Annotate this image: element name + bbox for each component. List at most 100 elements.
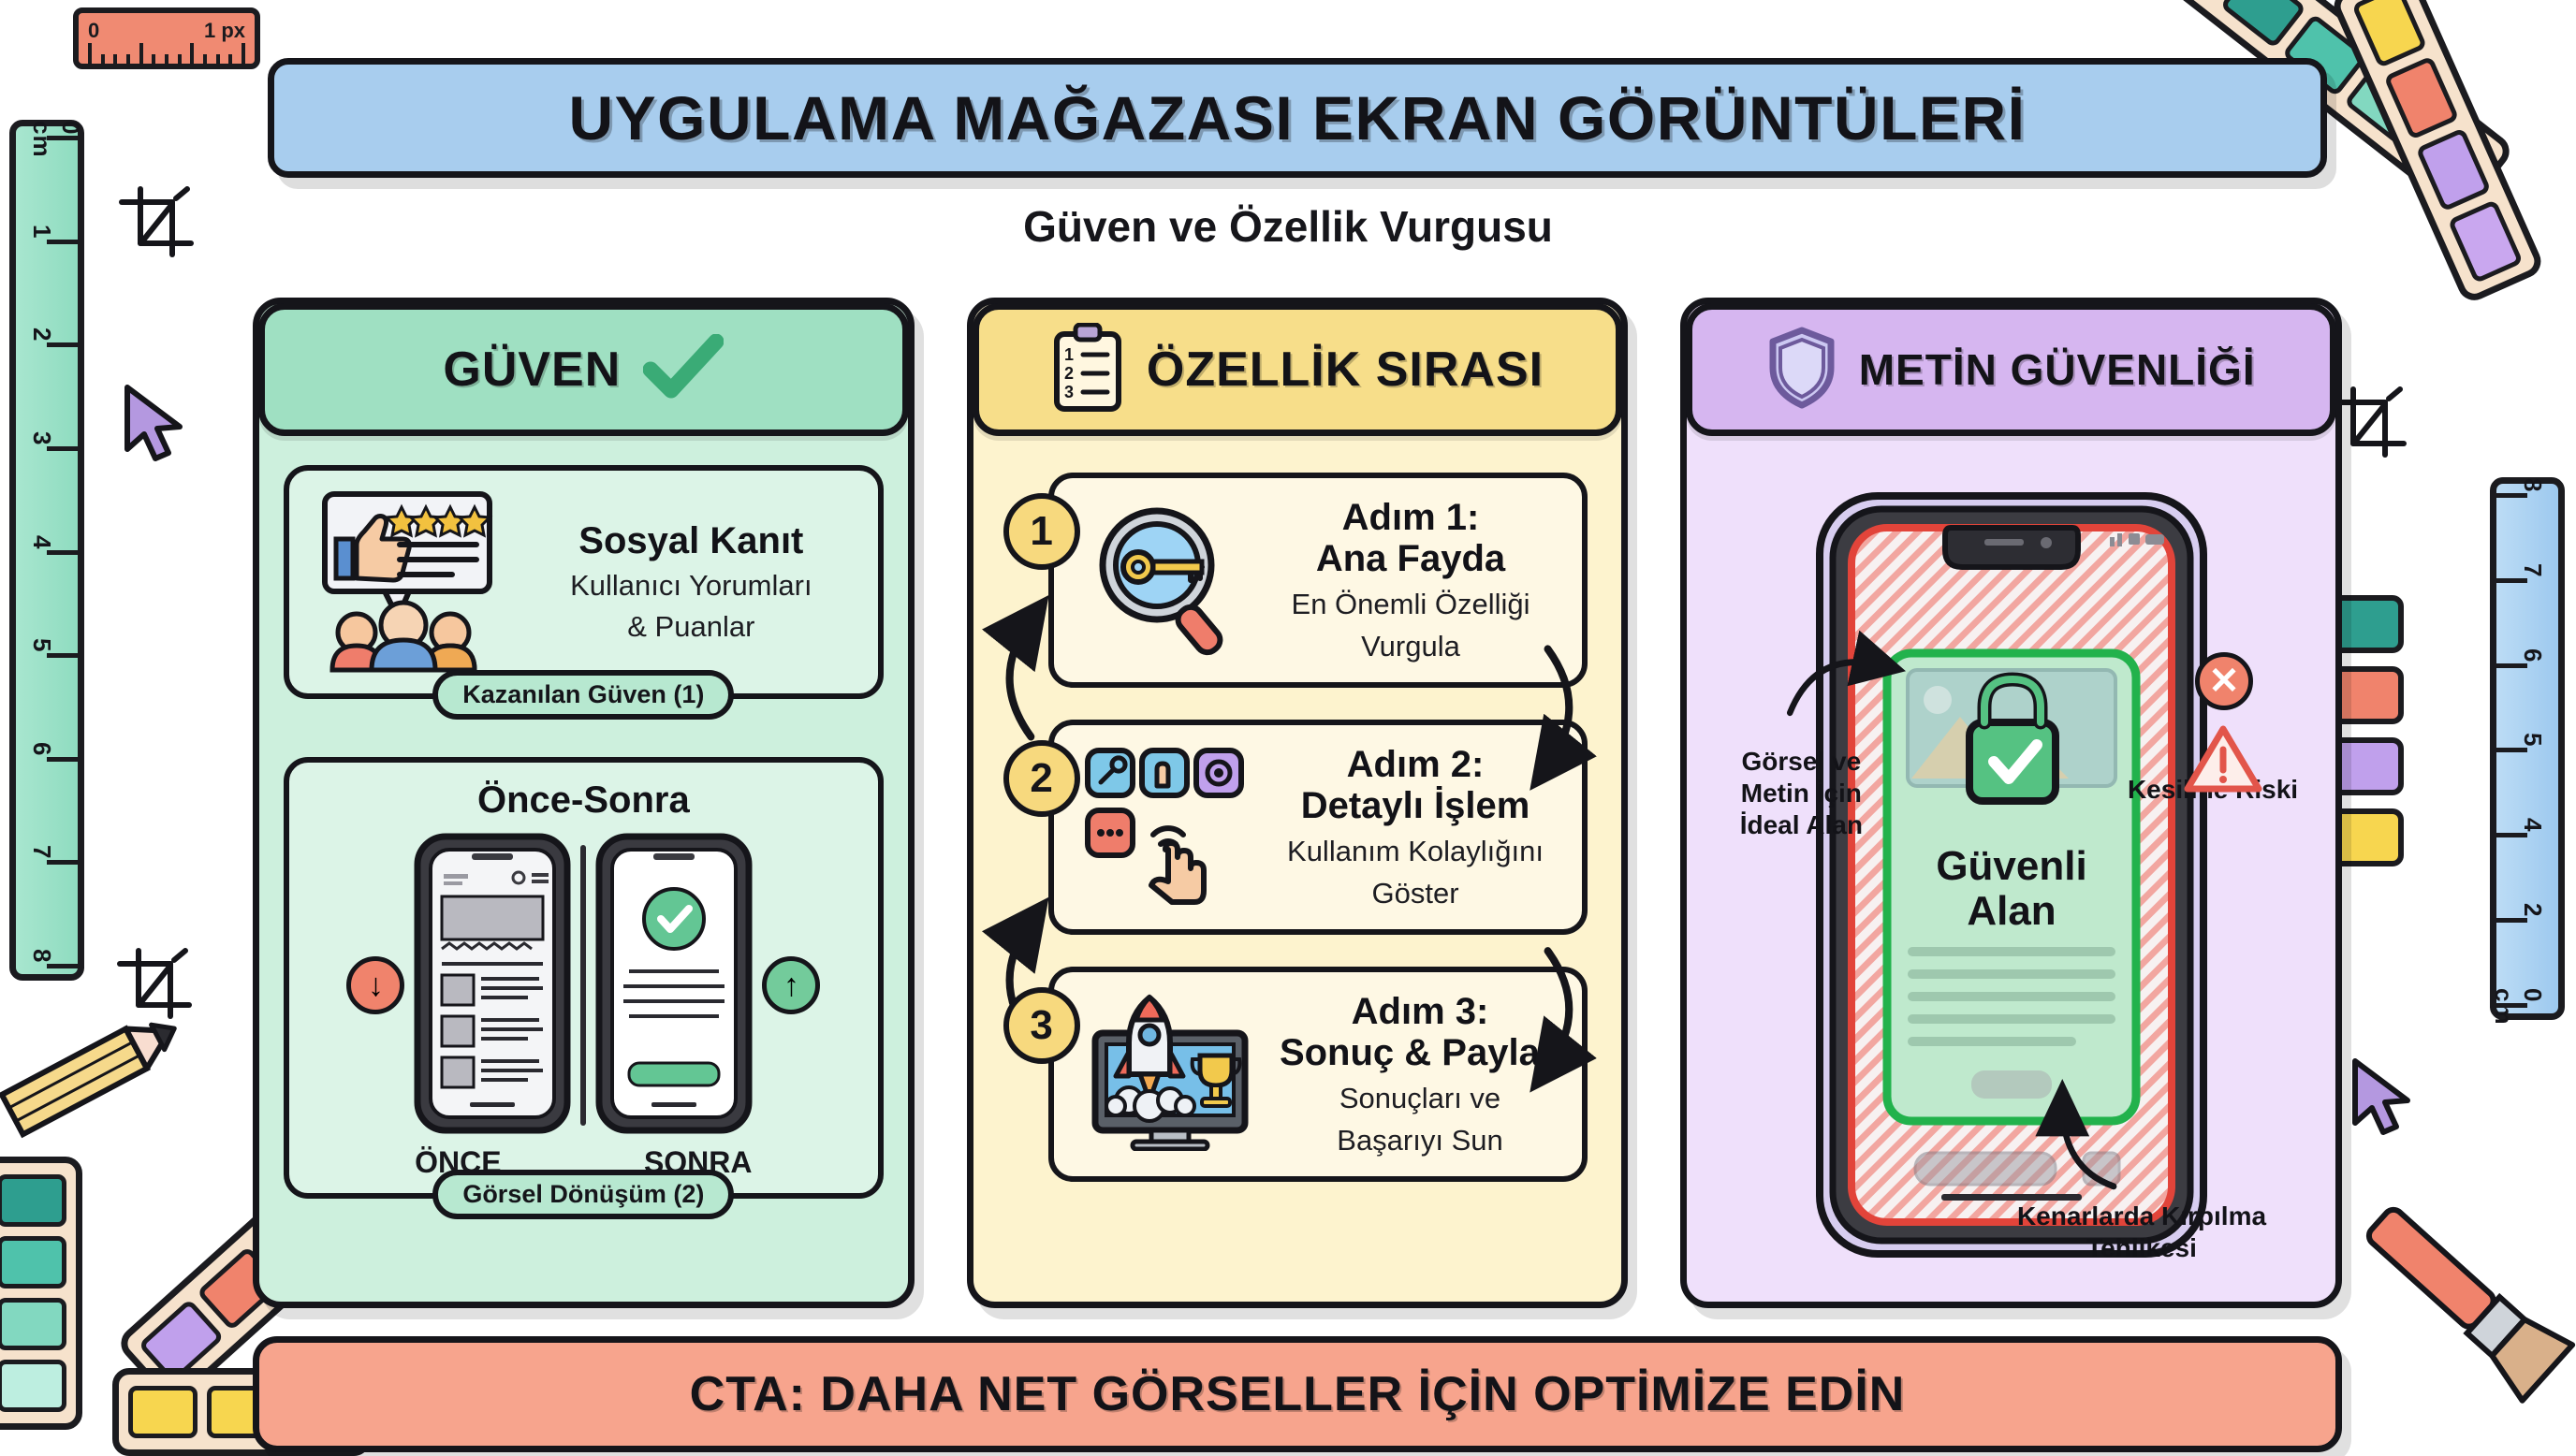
badge-trust-earned: Kazanılan Güven (1) [432, 670, 735, 720]
tile-before-after-title: Önce-Sonra [476, 779, 690, 821]
cta-banner[interactable]: CTA: DAHA NET GÖRSELLER İÇİN OPTİMİZE ED… [253, 1336, 2342, 1452]
card-feature-order-body: 1 [973, 444, 1622, 1302]
step-1-sub-line1: En Önemli Özelliği [1291, 588, 1530, 621]
left-ruler-tick: 1 [28, 224, 56, 240]
step-item-2: 2 [1003, 720, 1588, 935]
crop-icon [2327, 386, 2411, 460]
color-fan-deck-mixed [2328, 0, 2547, 306]
step-1-title-line2: Ana Fayda [1315, 538, 1506, 580]
card-trust-title: GÜVEN [443, 342, 622, 397]
paintbrush-decoration [2314, 1179, 2576, 1436]
card-text-safety-title: METİN GÜVENLİĞİ [1858, 345, 2256, 394]
card-text-safety-body: Güvenli Alan [1687, 444, 2335, 1302]
step-2-title-line1: Adım 2: [1346, 743, 1485, 785]
step-number-1: 1 [1003, 493, 1080, 570]
safe-area-illustration: Güvenli Alan [1711, 465, 2311, 1285]
before-after-divider [580, 845, 587, 1126]
step-2-title-line2: Detaylı İşlem [1300, 785, 1530, 827]
right-ruler-tick: 6 [2519, 648, 2547, 663]
step-2-sub-line1: Kullanım Kolaylığını [1287, 835, 1544, 868]
safe-area-label-line2: Alan [1967, 888, 2056, 934]
left-ruler-tick: 6 [28, 741, 56, 757]
note-edge-crop-danger: Kenarlarda Kırpılma Tehlikesi [2016, 1201, 2267, 1262]
safe-area-label-line1: Güvenli [1936, 843, 2086, 889]
warning-triangle-icon [2184, 725, 2262, 799]
step-1-title-line1: Adım 1: [1341, 496, 1480, 538]
phone-after-mockup [595, 833, 753, 1139]
step-3-sub-line1: Sonuçları ve [1339, 1082, 1501, 1115]
rocket-monitor-trophy-icon [1080, 993, 1264, 1156]
card-trust-body: Sosyal Kanıt Kullanıcı Yorumları & Puanl… [259, 444, 908, 1302]
step-3-sub-line2: Başarıyı Sun [1337, 1123, 1503, 1157]
cursor-arrow-icon [2348, 1057, 2419, 1138]
px-ruler-left-label: 0 [88, 19, 100, 42]
crop-icon [112, 947, 197, 1022]
step-number-3: 3 [1003, 987, 1080, 1064]
tile-social-proof-text: Sosyal Kanıt Kullanıcı Yorumları & Puanl… [527, 520, 856, 643]
up-arrow-marker: ↑ [762, 956, 821, 1014]
right-ruler-tick: 5 [2519, 733, 2547, 748]
step-item-3: 3 [1003, 967, 1588, 1182]
left-ruler-tick: 5 [28, 638, 56, 653]
card-trust-header: GÜVEN [258, 303, 909, 436]
crop-icon [114, 185, 198, 260]
svg-text:1: 1 [1064, 345, 1074, 364]
tile-social-proof-title: Sosyal Kanıt [578, 520, 804, 562]
left-ruler-tick: 3 [28, 430, 56, 446]
badge-visual-transformation: Görsel Dönüşüm (2) [432, 1170, 735, 1219]
right-ruler-tick: 7 [2519, 562, 2547, 578]
page-title: UYGULAMA MAĞAZASI EKRAN GÖRÜNTÜLERİ [568, 83, 2027, 153]
tile-social-proof-sub1: Kullanıcı Yorumları [570, 569, 812, 603]
before-after-row: ↓ [306, 831, 861, 1140]
card-trust: GÜVEN [253, 298, 915, 1308]
magnifier-key-icon [1080, 500, 1245, 662]
tile-social-proof-sub2: & Puanlar [627, 609, 755, 643]
svg-text:3: 3 [1064, 383, 1074, 401]
left-ruler-decoration: 0 cm 1 2 3 4 5 6 7 8 [9, 120, 85, 981]
left-ruler-tick: 7 [28, 845, 56, 860]
right-ruler-tick: 4 [2519, 818, 2547, 833]
step-1-sub-line2: Vurgula [1361, 629, 1460, 662]
steps-list: 1 [998, 465, 1598, 1182]
note-ideal-area: Görsel ve Metin İçin İdeal Alan [1739, 747, 1863, 840]
step-3-title-line2: Sonuç & Paylaş [1279, 1032, 1561, 1074]
x-mark-icon: ✕ [2195, 652, 2254, 710]
cards-row: GÜVEN [253, 298, 2343, 1308]
step-number-2: 2 [1003, 740, 1080, 817]
thumbs-up-review-icon [312, 487, 508, 678]
px-ruler-right-label: 1 px [203, 19, 245, 42]
right-ruler-tick: 8 [2519, 478, 2547, 493]
step-2-sub-line2: Göster [1371, 876, 1459, 910]
app-icons-tap-icon [1080, 745, 1254, 910]
card-text-safety: METİN GÜVENLİĞİ [1680, 298, 2343, 1308]
down-arrow-marker: ↓ [346, 956, 405, 1014]
card-text-safety-header: METİN GÜVENLİĞİ [1686, 303, 2337, 436]
pixel-ruler-decoration: 0 1 px [73, 7, 260, 69]
step-1-text: Adım 1: Ana Fayda En Önemli Özelliği Vur… [1260, 497, 1562, 664]
tile-before-after: Önce-Sonra ↓ [284, 757, 884, 1219]
cursor-arrow-icon [120, 384, 191, 464]
left-ruler-tick: 4 [28, 534, 56, 549]
step-3-title-line1: Adım 3: [1351, 990, 1489, 1032]
left-ruler-tick: 2 [28, 328, 56, 342]
phone-before-mockup [414, 833, 571, 1139]
page-subtitle: Güven ve Özellik Vurgusu [1023, 202, 1553, 251]
color-fan-deck-vertical [0, 1157, 82, 1430]
page-title-banner: UYGULAMA MAĞAZASI EKRAN GÖRÜNTÜLERİ [268, 58, 2327, 178]
pencil-decoration [0, 973, 206, 1165]
card-feature-order-title: ÖZELLİK SIRASI [1146, 342, 1544, 397]
phone-safe-area-mockup: Güvenli Alan [1815, 492, 2207, 1258]
right-ruler-decoration: 8 7 6 5 4 2 0 cm [2490, 477, 2565, 1026]
svg-text:2: 2 [1064, 364, 1074, 383]
step-item-1: 1 [1003, 473, 1588, 688]
left-ruler-tick: 8 [28, 949, 56, 964]
step-3-text: Adım 3: Sonuç & Paylaş Sonuçları ve Başa… [1279, 991, 1562, 1158]
cta-label: CTA: DAHA NET GÖRSELLER İÇİN OPTİMİZE ED… [689, 1367, 1906, 1421]
tile-social-proof: Sosyal Kanıt Kullanıcı Yorumları & Puanl… [284, 465, 884, 720]
step-2-text: Adım 2: Detaylı İşlem Kullanım Kolaylığı… [1269, 744, 1562, 911]
shield-icon [1767, 327, 1837, 414]
